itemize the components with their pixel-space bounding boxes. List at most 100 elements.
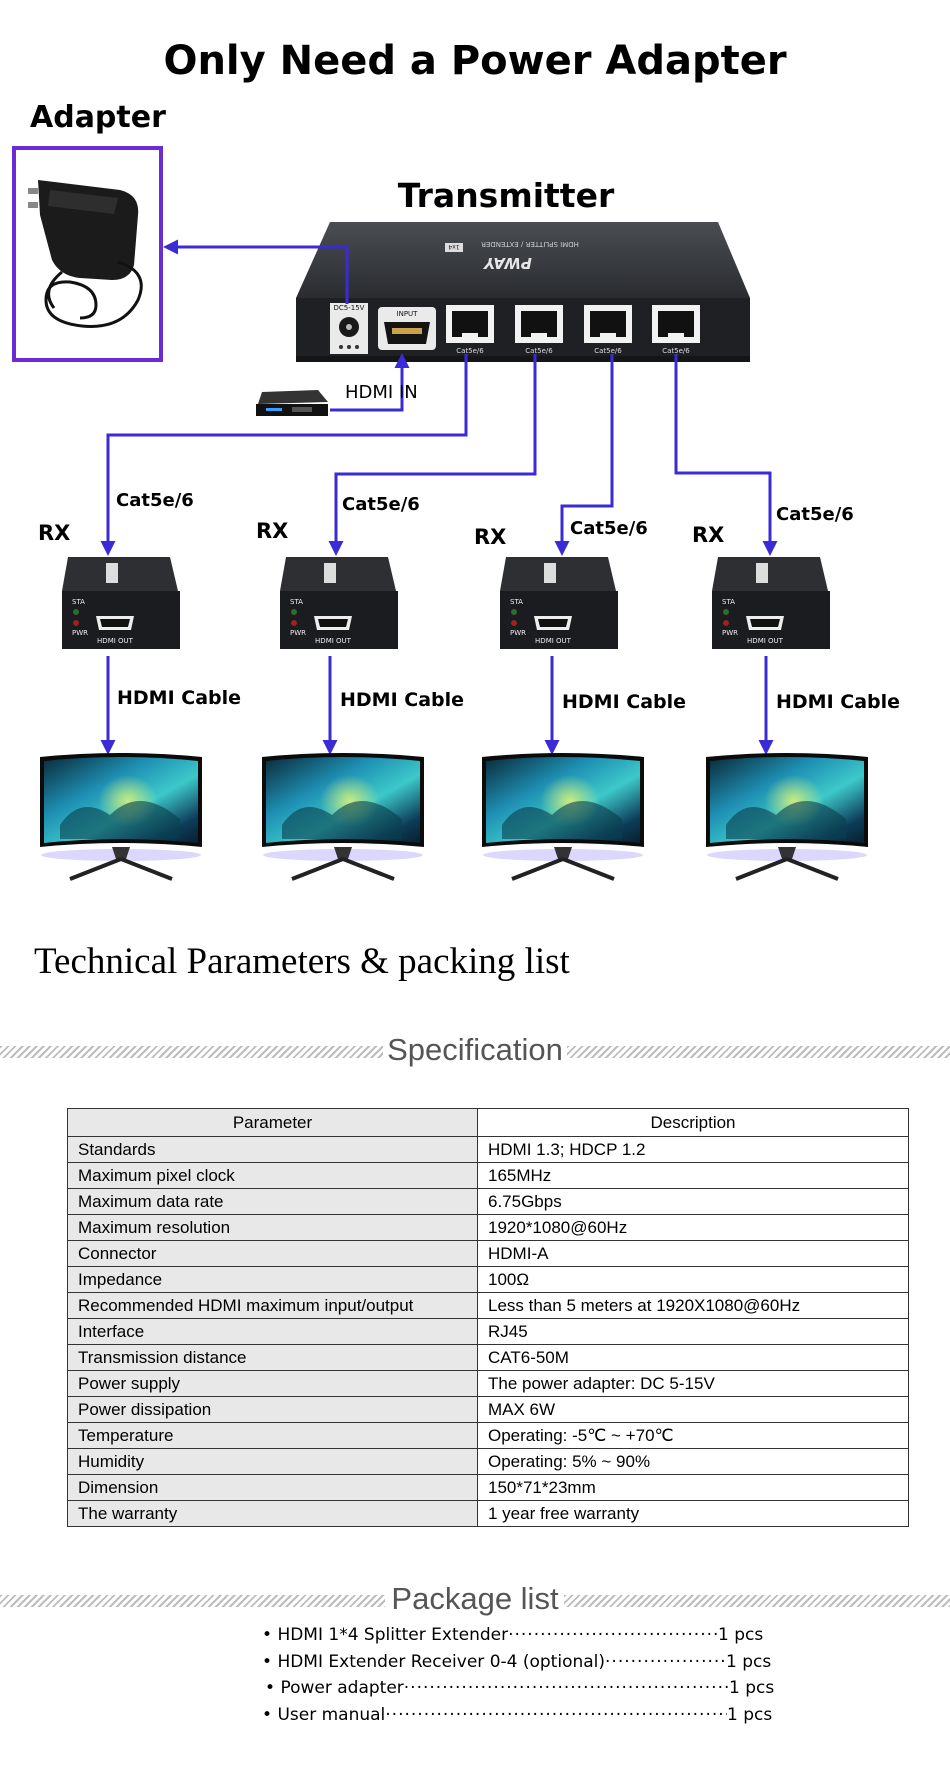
parameter-cell: Standards <box>67 1136 478 1163</box>
tech-params-title: Technical Parameters & packing list <box>34 941 570 982</box>
description-cell: Operating: -5℃ ~ +70℃ <box>477 1422 909 1449</box>
rx-device-2: STA PWR HDMI OUT <box>280 557 398 649</box>
description-cell: Operating: 5% ~ 90% <box>477 1448 909 1475</box>
stripe-right <box>564 1595 950 1607</box>
parameter-cell: Connector <box>67 1240 478 1267</box>
rx-pwr-label: PWR <box>510 629 526 637</box>
list-item: • Power adapter·························… <box>265 1678 774 1698</box>
monitor-stand <box>778 847 796 859</box>
description-cell: RJ45 <box>477 1318 909 1345</box>
port-dc-label: DC5-15V <box>334 304 365 312</box>
sta-led <box>511 609 517 615</box>
parameter-cell: Temperature <box>67 1422 478 1449</box>
monitor-3 <box>482 753 644 881</box>
package-item-qty: 1 pcs <box>729 1678 775 1698</box>
rx-out-label: HDMI OUT <box>535 637 572 645</box>
parameter-cell: Dimension <box>67 1474 478 1501</box>
rj45-port-1: Cat5e/6 <box>446 305 494 355</box>
hdmi-source-device-icon <box>256 390 328 416</box>
stripe-left <box>0 1595 385 1607</box>
package-item-name: HDMI Extender Receiver 0-4 (optional) <box>277 1651 606 1672</box>
parameter-cell: Humidity <box>67 1448 478 1475</box>
parameter-cell: Recommended HDMI maximum input/output <box>67 1292 478 1319</box>
cat-label-1: Cat5e/6 <box>116 490 194 511</box>
rx-pwr-label: PWR <box>290 629 306 637</box>
page-title: Only Need a Power Adapter <box>163 38 787 84</box>
monitor-1 <box>40 753 202 881</box>
monitor-stand <box>112 847 130 859</box>
pwr-led <box>511 620 517 626</box>
rj45-port-4: Cat5e/6 <box>652 305 700 355</box>
sta-led <box>723 609 729 615</box>
package-item-name: HDMI 1*4 Splitter Extender <box>277 1625 509 1645</box>
rx-out-label: HDMI OUT <box>97 637 134 645</box>
cat-label-3: Cat5e/6 <box>570 518 648 539</box>
description-cell: 6.75Gbps <box>477 1188 909 1215</box>
rx-pwr-label: PWR <box>722 629 738 637</box>
description-cell: 100Ω <box>477 1266 909 1293</box>
hdmi-cable-label-4: HDMI Cable <box>776 691 900 713</box>
rj45-port-3: Cat5e/6 <box>584 305 632 355</box>
rx-out-label: HDMI OUT <box>747 637 784 645</box>
bullet-icon: • <box>265 1678 281 1698</box>
package-heading: Package list <box>0 1581 950 1621</box>
hdmi-in-label: HDMI IN <box>345 382 418 403</box>
hdmi-in-arrow <box>330 353 410 412</box>
description-cell: 165MHz <box>477 1162 909 1189</box>
hdmi-cable-label-3: HDMI Cable <box>562 691 686 713</box>
power-adapter-icon <box>28 180 143 328</box>
port-input-label: INPUT <box>397 310 419 318</box>
leader-dots: ········································… <box>508 1625 718 1645</box>
list-item: • HDMI Extender Receiver 0-4 (optional)·… <box>262 1652 771 1672</box>
package-item-name: Power adapter <box>280 1678 404 1698</box>
parameter-cell: Maximum data rate <box>67 1188 478 1215</box>
package-item-qty: 1 pcs <box>726 1651 772 1672</box>
description-cell: Less than 5 meters at 1920X1080@60Hz <box>477 1292 909 1319</box>
monitors <box>40 753 868 881</box>
list-item: • HDMI 1*4 Splitter Extender············… <box>262 1625 763 1645</box>
description-cell: 150*71*23mm <box>477 1474 909 1501</box>
rx-sta-label: STA <box>72 598 85 606</box>
package-heading-text: Package list <box>387 1581 563 1616</box>
specification-heading: Specification <box>0 1032 950 1072</box>
specification-heading-text: Specification <box>383 1032 567 1067</box>
description-cell: 1 year free warranty <box>477 1500 909 1527</box>
leader-dots: ········································… <box>403 1678 729 1698</box>
cat-label-2: Cat5e/6 <box>342 494 420 515</box>
description-cell: HDMI-A <box>477 1240 909 1267</box>
power-arrow <box>163 239 349 304</box>
bullet-icon: • <box>262 1651 278 1672</box>
package-item-qty: 1 pcs <box>727 1704 773 1725</box>
rx-label-1: RX <box>38 521 70 545</box>
parameter-cell: Impedance <box>67 1266 478 1293</box>
parameter-cell: Maximum pixel clock <box>67 1162 478 1189</box>
pwr-led <box>723 620 729 626</box>
transmitter-device: PWAY HDMI SPLITTER / EXTENDER 1x4 DC5-15… <box>296 222 750 362</box>
package-item-qty: 1 pcs <box>718 1625 764 1645</box>
rx-label-4: RX <box>692 523 724 547</box>
pwr-led <box>73 620 79 626</box>
monitor-stand <box>554 847 572 859</box>
transmitter-brand: PWAY <box>482 254 532 272</box>
adapter-label: Adapter <box>30 100 166 135</box>
connection-diagram: Adapter Transmitter PWAY HDMI SPLITTER /… <box>12 100 900 881</box>
rx-sta-label: STA <box>290 598 303 606</box>
parameter-cell: The warranty <box>67 1500 478 1527</box>
rx-out-label: HDMI OUT <box>315 637 352 645</box>
description-cell: CAT6-50M <box>477 1344 909 1371</box>
parameter-cell: Interface <box>67 1318 478 1345</box>
